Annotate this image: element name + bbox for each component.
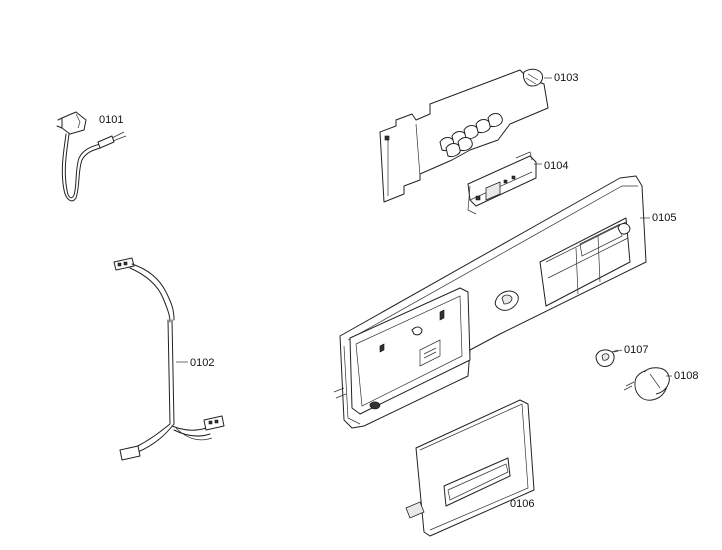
power-cord-part [56,111,127,202]
part-label-0107: 0107 [624,344,649,356]
part-label-0104: 0104 [544,160,569,172]
part-label-0103: 0103 [554,72,579,84]
part-label-0105: 0105 [652,212,677,224]
part-label-0108: 0108 [674,370,699,382]
part-label-0102: 0102 [190,357,215,369]
selector-knob-part [623,367,670,401]
knob-spindle-part [595,349,619,367]
part-label-0101: 0101 [99,114,124,126]
display-module-part [467,151,537,215]
control-module-part [379,68,549,203]
detergent-drawer-front-part [405,399,535,537]
part-label-0106: 0106 [510,498,535,510]
control-panel-fascia-part [333,175,647,429]
wire-harness-part [113,257,225,461]
leader-lines [176,77,672,377]
